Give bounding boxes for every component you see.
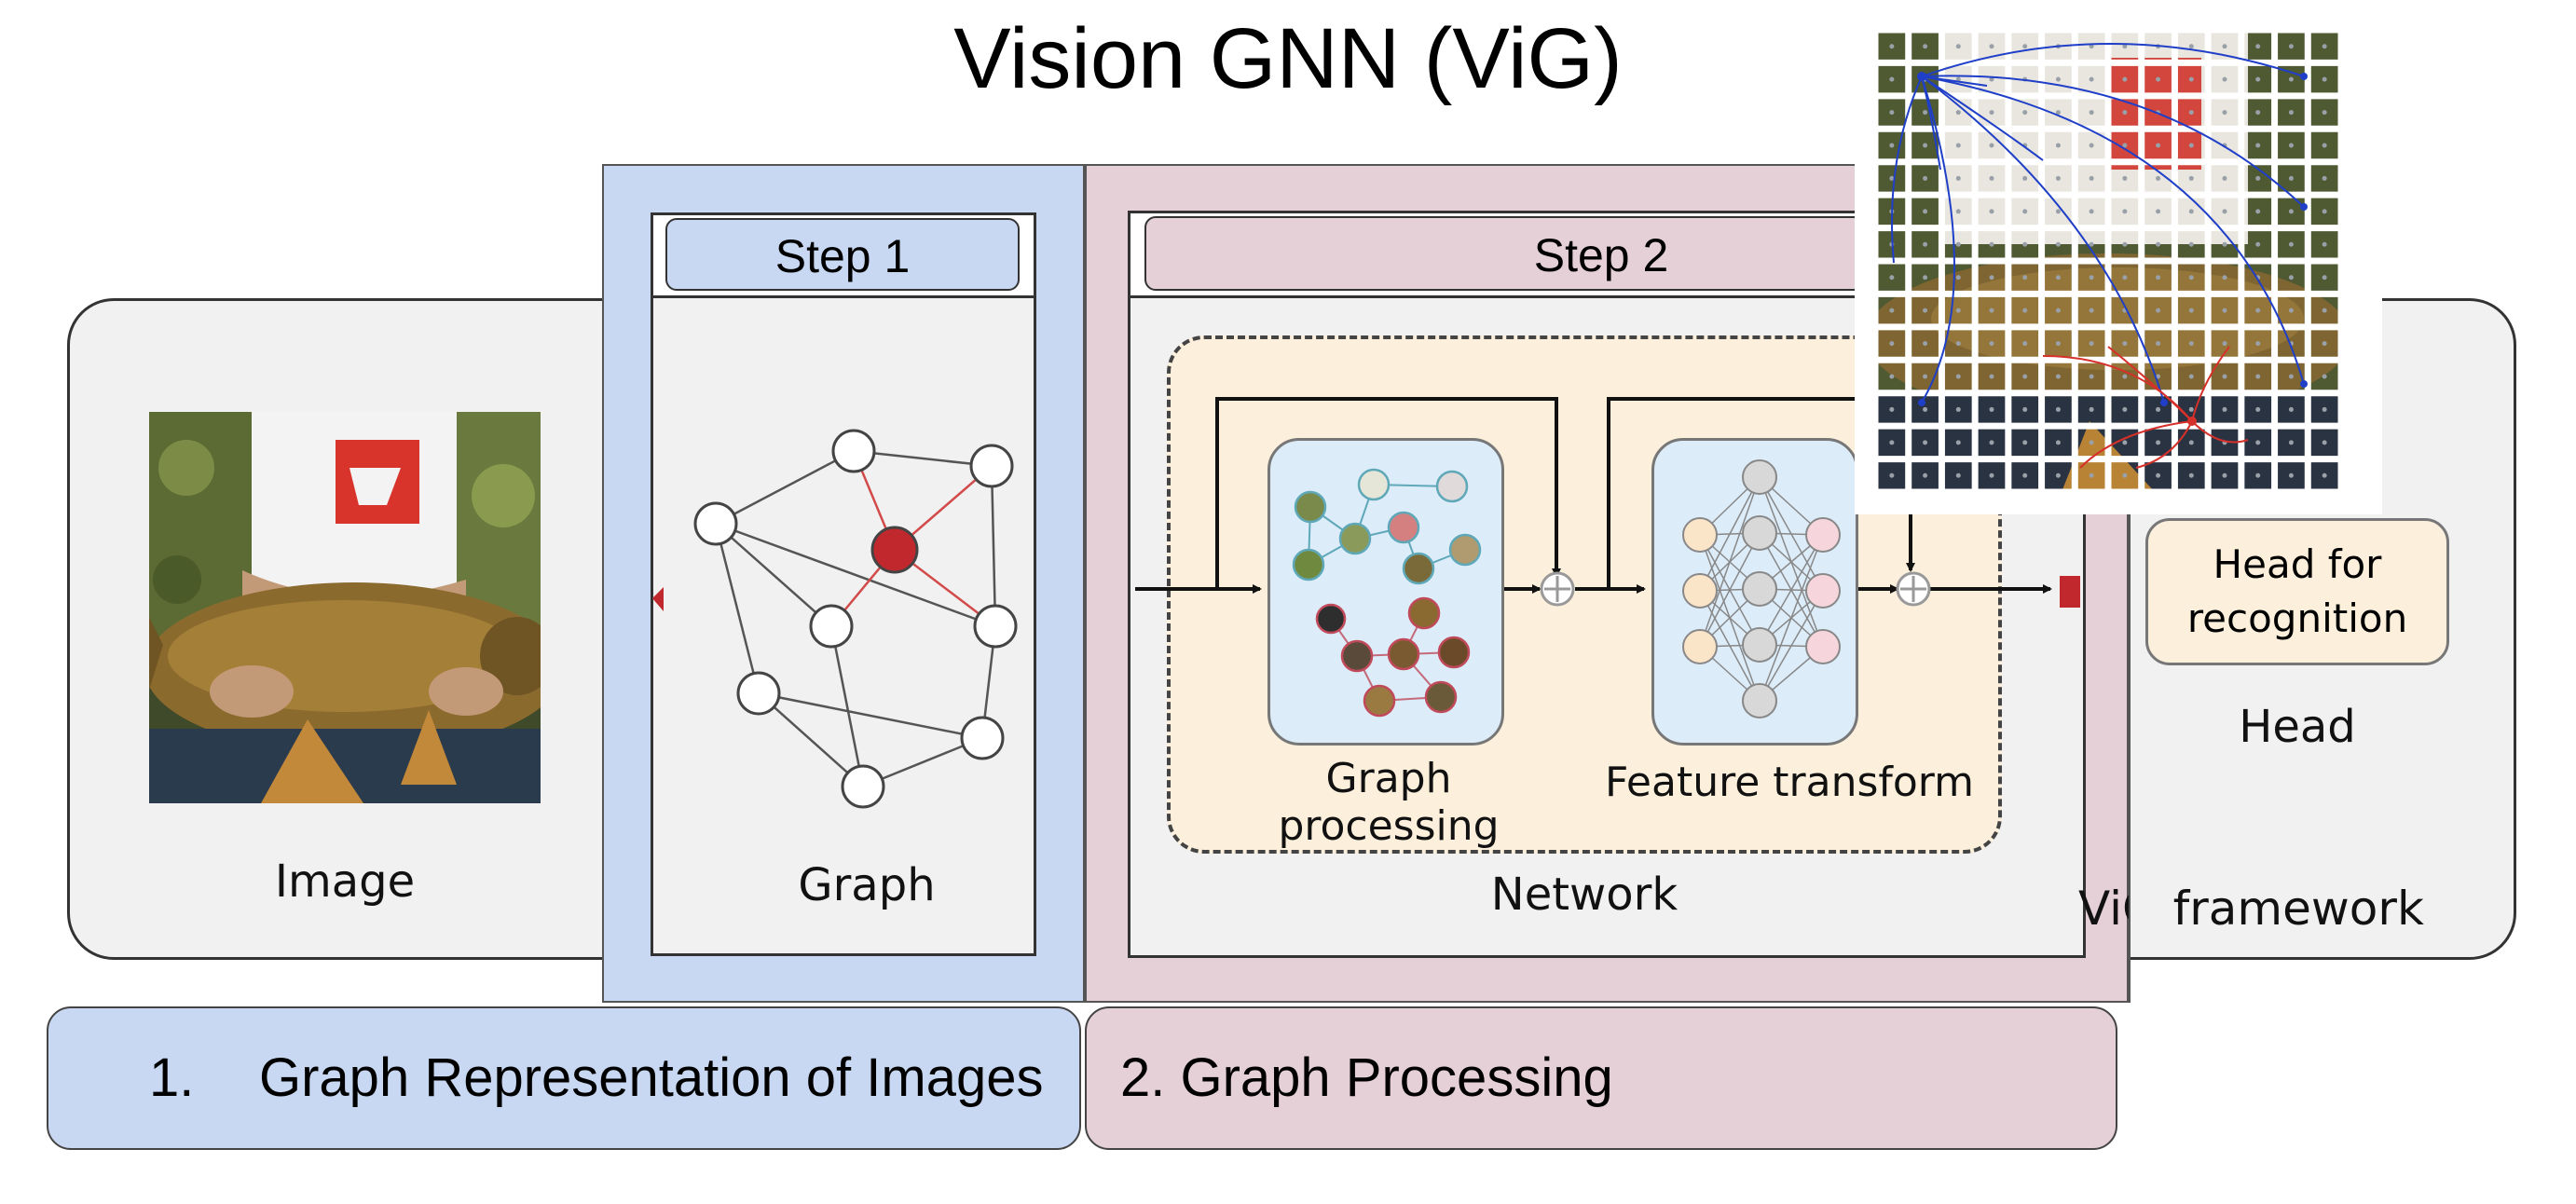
head-box-line1: Head for: [2213, 541, 2382, 587]
head-box-line2: recognition: [2186, 595, 2408, 641]
part2-text: 2. Graph Processing: [1120, 1047, 1613, 1108]
caption-mask: [2131, 876, 2168, 941]
image-caption: Image: [274, 855, 416, 908]
step1-label: Step 1: [665, 218, 1020, 291]
patch-graph-image: [1875, 30, 2341, 492]
diagram-title: Vision GNN (ViG): [953, 11, 1623, 106]
input-image: [149, 412, 541, 803]
graph-card: [651, 212, 1036, 956]
part2-bar: 2. Graph Processing: [1085, 1006, 2117, 1150]
part1-text: Graph Representation of Images: [259, 1047, 1044, 1108]
part1-number: 1.: [149, 1047, 195, 1108]
step2-panel-edge: [2129, 164, 2131, 1003]
head-box: Head for recognition: [2145, 518, 2449, 665]
head-caption: Head: [2239, 701, 2356, 753]
feature-transform-label: Feature transform: [1605, 759, 1974, 806]
part1-bar: 1. Graph Representation of Images: [47, 1006, 1081, 1150]
graph-processing-label: Graph processing: [1278, 755, 1500, 850]
network-caption: Network: [1490, 869, 1679, 921]
graph-caption: Graph: [798, 859, 936, 911]
